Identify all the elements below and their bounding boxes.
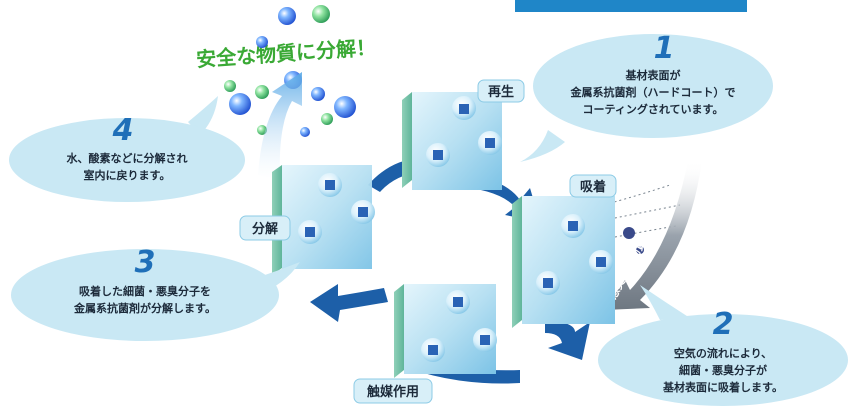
panel-decompose (272, 165, 375, 275)
svg-text:水、酸素などに分解され: 水、酸素などに分解され (67, 151, 188, 165)
odor-arrow (604, 160, 702, 310)
headline: 安全な物質に分解！ (195, 35, 376, 71)
tag-adsorb: 吸着 (569, 174, 617, 198)
svg-text:金属系抗菌剤（ハードコート）で: 金属系抗菌剤（ハードコート）で (570, 85, 736, 99)
step-bubble-4: 4 水、酸素などに分解され 室内に戻ります。 (9, 96, 245, 202)
tag-regenerate: 再生 (477, 79, 525, 103)
svg-text:吸着した細菌・悪臭分子を: 吸着した細菌・悪臭分子を (79, 284, 211, 298)
panel-catalysis (394, 284, 497, 378)
svg-text:基材表面が: 基材表面が (625, 68, 681, 82)
step-bubble-3: 3 吸着した細菌・悪臭分子を 金属系抗菌剤が分解します。 (11, 245, 300, 341)
svg-text:触媒作用: 触媒作用 (366, 384, 419, 400)
svg-text:1: 1 (654, 31, 675, 66)
svg-text:再生: 再生 (488, 84, 514, 100)
tag-decompose: 分解 (239, 215, 291, 241)
panel-regenerate (402, 92, 502, 190)
svg-text:3: 3 (135, 245, 156, 280)
svg-text:分解: 分解 (252, 221, 278, 237)
release-arrow (258, 72, 302, 180)
svg-text:コーティングされています。: コーティングされています。 (583, 102, 724, 116)
svg-text:2: 2 (713, 307, 734, 342)
svg-text:細菌・悪臭分子が: 細菌・悪臭分子が (679, 363, 767, 377)
header-tab (515, 0, 747, 12)
svg-text:吸着: 吸着 (580, 179, 606, 195)
step-bubble-1: 1 基材表面が 金属系抗菌剤（ハードコート）で コーティングされています。 (520, 31, 773, 162)
tag-catalysis: 触媒作用 (353, 378, 433, 404)
svg-text:4: 4 (112, 113, 134, 148)
step-bubble-2: 2 空気の流れにより、 細菌・悪臭分子が 基材表面に吸着します。 (598, 285, 848, 406)
svg-text:金属系抗菌剤が分解します。: 金属系抗菌剤が分解します。 (73, 301, 216, 315)
svg-text:室内に戻ります。: 室内に戻ります。 (84, 168, 171, 182)
svg-text:基材表面に吸着します。: 基材表面に吸着します。 (662, 380, 783, 394)
svg-text:空気の流れにより、: 空気の流れにより、 (674, 346, 772, 360)
panel-adsorb (512, 196, 615, 328)
released-molecules (224, 5, 356, 137)
